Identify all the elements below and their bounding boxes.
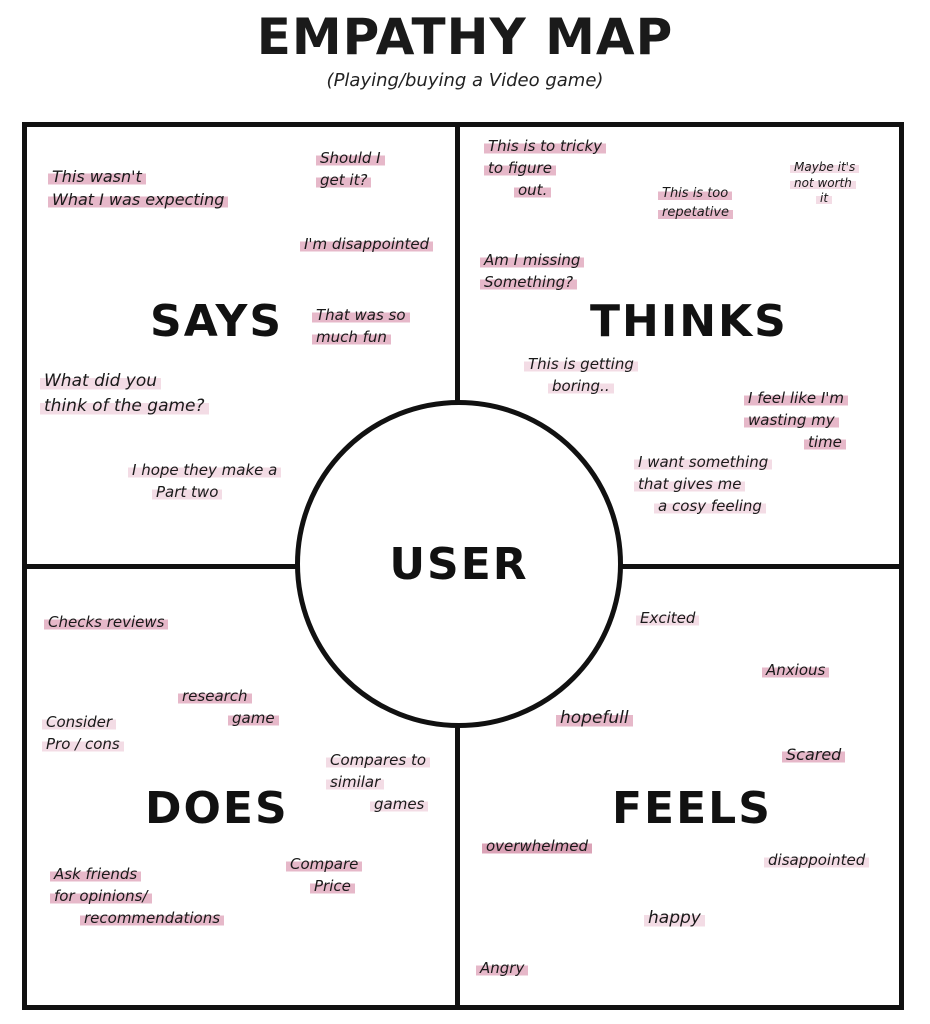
note-line: Something?	[480, 272, 578, 291]
user-label: USER	[389, 539, 529, 590]
note-line: time	[804, 432, 846, 451]
sticky-note: Anxious	[762, 660, 830, 682]
sticky-note: Should I get it?	[316, 148, 385, 192]
note-line: This is getting	[524, 355, 638, 373]
note-line: hopefull	[556, 708, 633, 728]
sticky-note: Maybe it's not worth it	[790, 160, 860, 207]
note-line: happy	[644, 908, 705, 928]
note-line: it	[816, 191, 833, 206]
says-label: SAYS	[150, 296, 284, 347]
note-line: Scared	[782, 745, 846, 764]
sticky-note: This is too repetative	[658, 185, 734, 223]
note-line: wasting my	[744, 410, 839, 429]
sticky-note: I hope they make a Part two	[128, 460, 282, 504]
sticky-note: Ask friends for opinions/ recommendation…	[50, 864, 225, 929]
note-line: What I was expecting	[48, 190, 229, 210]
note-line: Part two	[152, 482, 223, 501]
sticky-note: I want something that gives me a cosy fe…	[634, 452, 773, 517]
sticky-note: Consider Pro / cons	[42, 712, 124, 756]
note-line: This is to tricky	[484, 137, 607, 155]
note-line: Should I	[316, 149, 385, 167]
note-line: I hope they make a	[128, 461, 282, 479]
note-line: Pro / cons	[42, 734, 124, 753]
note-line: Ask friends	[50, 865, 142, 883]
note-line: What did you	[40, 371, 162, 391]
does-label: DOES	[145, 783, 289, 834]
note-line: research	[178, 687, 252, 705]
map-title: EMPATHY MAP	[256, 8, 674, 66]
note-line: much fun	[312, 327, 391, 346]
note-line: I'm disappointed	[300, 235, 434, 253]
note-line: think of the game?	[40, 395, 209, 416]
sticky-note: What did you think of the game?	[40, 369, 209, 418]
note-line: boring..	[548, 376, 614, 395]
note-line: Price	[310, 876, 355, 895]
note-line: for opinions/	[50, 886, 152, 905]
note-line: Am I missing	[480, 251, 585, 269]
thinks-label: THINKS	[590, 296, 788, 347]
user-circle	[295, 400, 623, 728]
sticky-note: I feel like I'm wasting my time	[744, 388, 849, 453]
sticky-note: That was so much fun	[312, 305, 410, 349]
note-line: I feel like I'm	[744, 389, 849, 407]
sticky-note: overwhelmed	[482, 836, 592, 858]
note-line: similar	[326, 772, 385, 791]
note-line: Maybe it's	[790, 160, 860, 174]
note-line: to figure	[484, 158, 556, 177]
note-line: game	[228, 708, 279, 727]
sticky-note: Scared	[782, 743, 846, 766]
note-line: Checks reviews	[44, 613, 169, 631]
note-line: Angry	[476, 959, 529, 977]
feels-label: FEELS	[612, 783, 772, 834]
note-line: overwhelmed	[482, 837, 592, 855]
note-line: disappointed	[764, 851, 870, 869]
note-line: a cosy feeling	[654, 496, 766, 515]
note-line: Compare	[286, 855, 363, 873]
note-line: Consider	[42, 713, 117, 731]
note-line: get it?	[316, 170, 372, 189]
sticky-note: This is getting boring..	[524, 354, 638, 398]
note-line: games	[370, 794, 429, 813]
note-line: repetative	[658, 204, 734, 220]
note-line: Compares to	[326, 751, 431, 769]
note-line: out.	[514, 180, 552, 199]
sticky-note: Checks reviews	[44, 612, 169, 634]
note-line: This is too	[658, 186, 733, 201]
sticky-note: Compares to similar games	[326, 750, 431, 815]
sticky-note: Angry	[476, 958, 529, 980]
sticky-note: Compare Price	[286, 854, 363, 898]
note-line: That was so	[312, 306, 410, 324]
sticky-note: happy	[644, 906, 705, 931]
sticky-note: I'm disappointed	[300, 234, 434, 256]
note-line: not worth	[790, 175, 856, 190]
sticky-note: Excited	[636, 608, 700, 630]
note-line: that gives me	[634, 474, 746, 493]
note-line: Anxious	[762, 661, 830, 679]
map-subtitle: (Playing/buying a Video game)	[326, 70, 604, 91]
note-line: This wasn't	[48, 167, 146, 186]
sticky-note: This is to tricky to figure out.	[484, 136, 607, 201]
note-line: I want something	[634, 453, 773, 471]
note-line: recommendations	[80, 908, 225, 927]
sticky-note: disappointed	[764, 850, 870, 872]
sticky-note: hopefull	[556, 706, 633, 731]
sticky-note: This wasn't What I was expecting	[48, 165, 229, 211]
sticky-note: research game	[178, 686, 279, 730]
note-line: Excited	[636, 609, 700, 627]
sticky-note: Am I missing Something?	[480, 250, 585, 294]
